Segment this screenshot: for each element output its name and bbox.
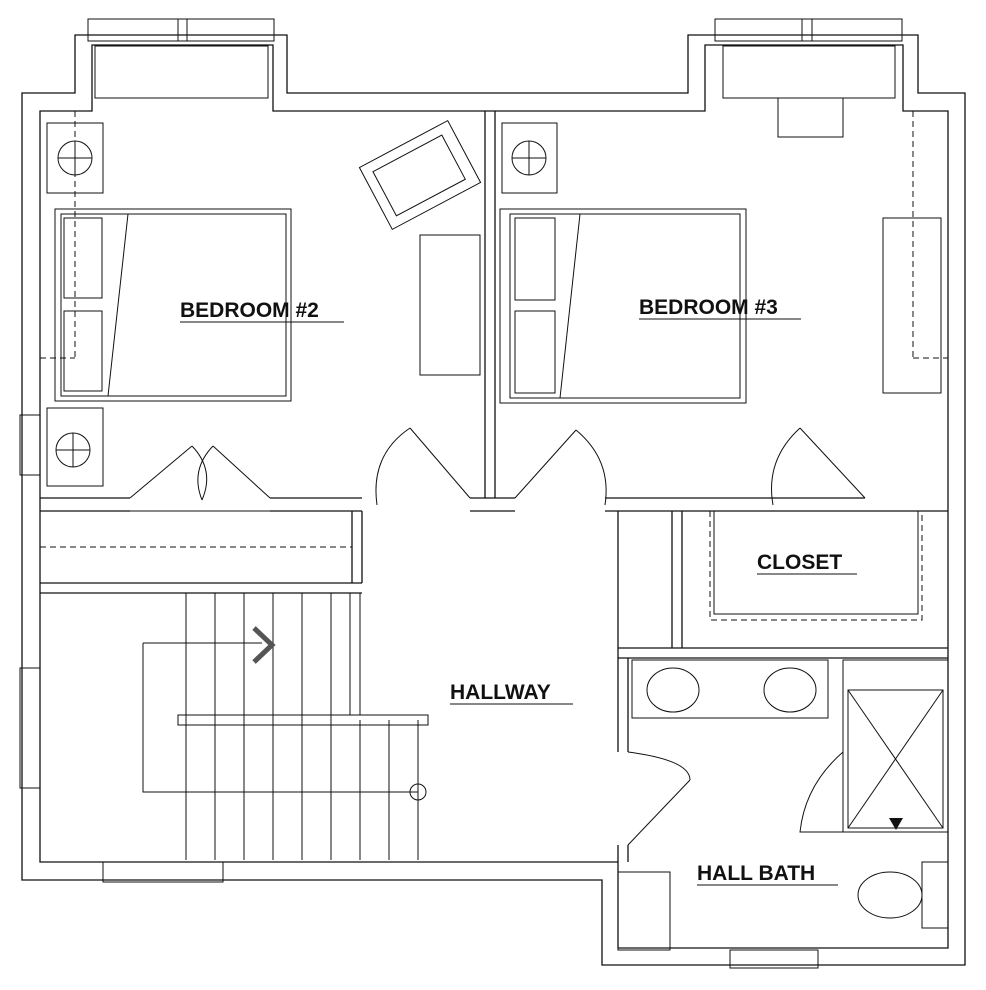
closet-label: CLOSET xyxy=(757,551,842,574)
toilet-bowl xyxy=(857,871,923,919)
hallway-label: HALLWAY xyxy=(450,681,551,704)
sink xyxy=(646,667,700,713)
nightstand xyxy=(46,407,104,487)
closet-shelving xyxy=(709,511,923,621)
bedroom-3-label: BEDROOM #3 xyxy=(639,296,778,319)
nightstand xyxy=(501,122,558,194)
armchair xyxy=(358,119,482,231)
bath-fixtures xyxy=(617,659,949,951)
bed xyxy=(54,208,292,402)
doors xyxy=(129,427,866,846)
interior-walls xyxy=(39,111,948,862)
vanity xyxy=(631,659,829,719)
storage xyxy=(617,871,671,951)
desk xyxy=(777,97,844,138)
shower xyxy=(842,659,949,833)
hall-bath-label: HALL BATH xyxy=(697,862,815,885)
window-seat xyxy=(94,45,269,99)
bed xyxy=(499,208,747,404)
toilet-tank xyxy=(921,861,949,929)
dresser xyxy=(882,217,942,394)
sink xyxy=(763,667,817,713)
exterior-walls xyxy=(19,18,966,969)
room-labels: BEDROOM #2 BEDROOM #3 CLOSET HALLWAY HAL… xyxy=(180,296,857,886)
bedroom-2-label: BEDROOM #2 xyxy=(180,299,319,322)
dresser xyxy=(419,234,481,376)
bedroom-2-furniture xyxy=(40,45,482,487)
staircase xyxy=(142,592,429,860)
window-seat xyxy=(722,45,896,99)
bedroom-3-furniture xyxy=(499,45,948,404)
